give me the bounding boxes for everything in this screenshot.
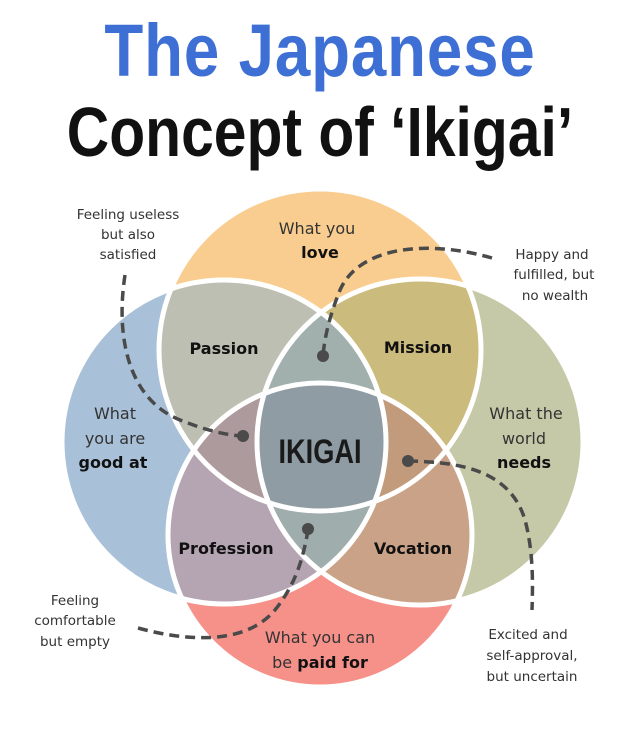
note-useless-1: Feeling useless bbox=[77, 207, 180, 223]
paid-for-label-line2: be paid for bbox=[272, 653, 368, 672]
note-useless-2: but also bbox=[101, 227, 155, 243]
note-excited-3: but uncertain bbox=[487, 669, 578, 685]
ikigai-center-label: IKIGAI bbox=[278, 432, 361, 471]
world-needs-label-line1: What the bbox=[489, 404, 562, 423]
connector-useless bbox=[120, 274, 244, 438]
connector-dot-happy bbox=[317, 350, 329, 362]
note-comfortable-3: but empty bbox=[40, 634, 110, 650]
region-bottom-left-right bbox=[257, 383, 386, 604]
paid-for-label-line1: What you can bbox=[265, 628, 375, 647]
vocation-label: Vocation bbox=[374, 539, 452, 558]
good-at-label-bold: good at bbox=[79, 453, 148, 472]
region-top-bottom-left bbox=[168, 383, 386, 511]
world-needs-label-line2: world bbox=[502, 429, 546, 448]
region-top-bottom-right bbox=[257, 383, 472, 511]
note-excited-2: self-approval, bbox=[486, 648, 577, 664]
paid-for-prefix: be bbox=[272, 653, 292, 672]
note-useless-3: satisfied bbox=[100, 247, 157, 263]
profession-label: Profession bbox=[178, 539, 273, 558]
note-happy-2: fulfilled, but bbox=[514, 267, 595, 283]
love-label-line1: What you bbox=[279, 219, 356, 238]
good-at-label-line2: you are bbox=[85, 429, 145, 448]
connector-dot-useless bbox=[237, 430, 249, 442]
passion-label: Passion bbox=[189, 339, 258, 358]
note-happy-3: no wealth bbox=[522, 288, 588, 304]
circle-outlines bbox=[59, 186, 586, 690]
note-comfortable-1: Feeling bbox=[51, 593, 99, 609]
title-line-1: The Japanese bbox=[104, 9, 536, 92]
connector-dot-excited bbox=[402, 455, 414, 467]
connector-dot-comfortable bbox=[302, 523, 314, 535]
paid-for-bold: paid for bbox=[297, 653, 368, 672]
love-label-bold: love bbox=[301, 243, 339, 262]
mission-label: Mission bbox=[384, 338, 452, 357]
world-needs-label-bold: needs bbox=[497, 453, 551, 472]
title-line-2: Concept of ‘Ikigai’ bbox=[66, 93, 574, 171]
connector-happy bbox=[321, 246, 493, 356]
good-at-label-line1: What bbox=[94, 404, 136, 423]
note-comfortable-2: comfortable bbox=[34, 613, 116, 629]
connector-excited bbox=[407, 459, 535, 611]
note-excited-1: Excited and bbox=[488, 627, 567, 643]
note-happy-1: Happy and bbox=[515, 247, 588, 263]
region-top-left-right bbox=[257, 280, 386, 511]
